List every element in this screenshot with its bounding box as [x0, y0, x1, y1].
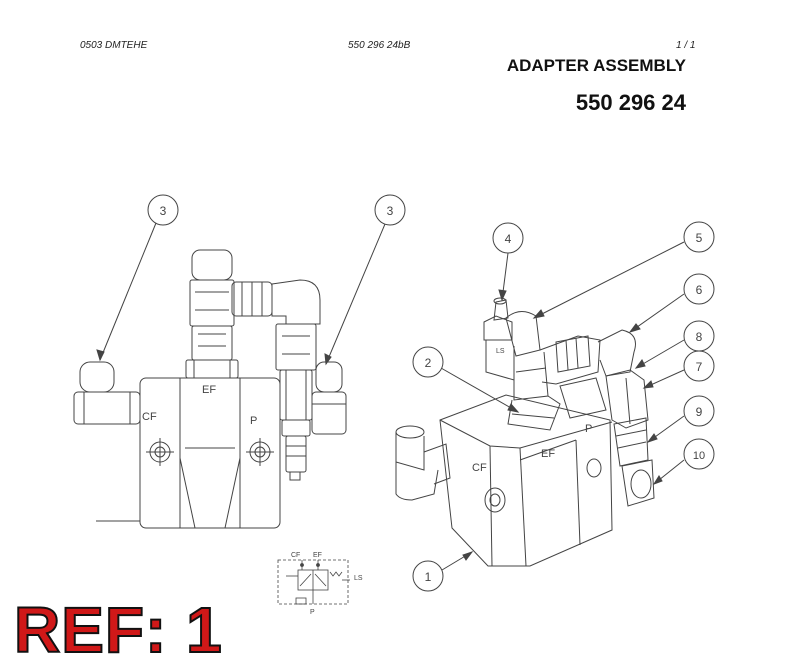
callout-8-number: 8: [696, 330, 703, 344]
callout-3-right: [374, 194, 406, 226]
callout-5: [683, 221, 715, 253]
callout-7-number: 7: [696, 360, 703, 374]
callouts: 3 3 4 5 6 8 7 9: [96, 194, 715, 592]
page-number: 1 / 1: [676, 40, 696, 51]
front-view: [73, 249, 347, 529]
schematic-label-p: P: [310, 609, 315, 616]
label-ls-iso: LS: [496, 348, 505, 355]
label-p-front: P: [250, 415, 257, 427]
part-number: 550 296 24: [575, 90, 686, 115]
callout-4-number: 4: [505, 232, 512, 246]
callout-10: [683, 438, 715, 470]
label-cf-iso: CF: [472, 462, 487, 474]
schematic-label-ef: EF: [313, 552, 322, 559]
schematic-label-cf: CF: [291, 552, 300, 559]
front-block: [139, 377, 281, 529]
drawing-code: 550 296 24bB: [348, 40, 411, 51]
callout-5-number: 5: [696, 231, 703, 245]
callout-10-number: 10: [693, 450, 705, 462]
callout-3-right-number: 3: [387, 204, 394, 218]
callout-1-number: 1: [425, 570, 432, 584]
callout-7: [683, 350, 715, 382]
reference-label: REF: 1: [13, 594, 223, 666]
callout-2-number: 2: [425, 356, 432, 370]
callout-3-left-number: 3: [160, 204, 167, 218]
label-ef-iso: EF: [541, 448, 555, 460]
callout-6-number: 6: [696, 283, 703, 297]
callout-3-left: [147, 194, 179, 226]
label-ef-front: EF: [202, 384, 216, 396]
callout-9-number: 9: [696, 405, 703, 419]
callout-6: [683, 273, 715, 305]
hydraulic-schematic: [277, 559, 350, 605]
callout-1: [412, 560, 444, 592]
schematic-label-ls: LS: [354, 575, 363, 582]
callout-4: [492, 222, 524, 254]
label-cf-front: CF: [142, 411, 157, 423]
page-title: ADAPTER ASSEMBLY: [506, 56, 686, 75]
isometric-view: [395, 297, 655, 567]
iso-block: [439, 394, 613, 567]
callout-9: [683, 395, 715, 427]
label-p-iso: P: [585, 423, 592, 435]
schematic-frame: [277, 559, 349, 605]
document-id: 0503 DMTEHE: [80, 40, 148, 51]
callout-2: [412, 346, 444, 378]
